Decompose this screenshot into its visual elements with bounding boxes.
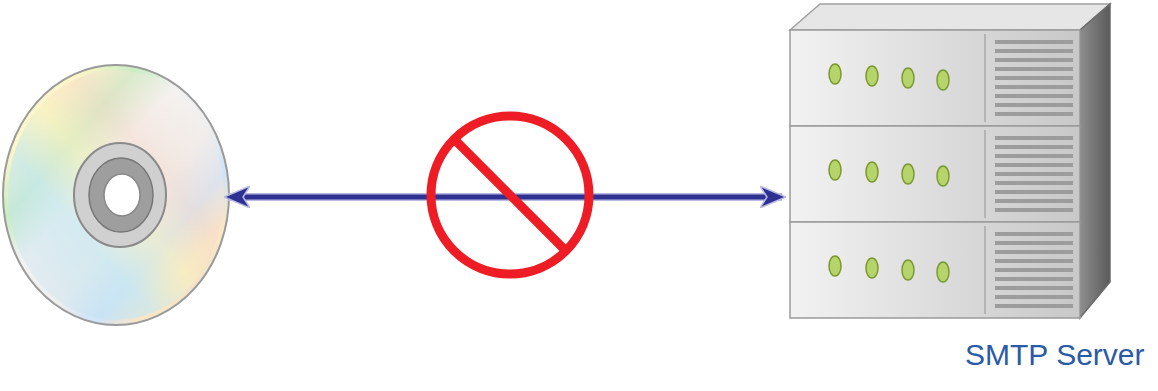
vent-slot [995,241,1073,245]
node-label: SMTP Server [965,338,1145,372]
disc-node [0,62,232,332]
server-unit [790,222,1080,318]
status-led [937,166,949,186]
status-led [829,256,841,276]
server-side [1080,4,1110,318]
vent-slot [995,304,1073,308]
vent-slot [995,259,1073,263]
status-led [937,70,949,90]
status-led [866,162,878,182]
status-led [902,164,914,184]
prohibition-bar [454,139,566,251]
vent-slot [995,67,1073,71]
vent-slot [995,40,1073,44]
status-led [937,262,949,282]
vent-slot [995,172,1073,176]
status-led [866,258,878,278]
server-node: SMTP Server [780,0,1158,391]
vent-slot [995,136,1073,140]
vent-slot [995,199,1073,203]
status-led [829,64,841,84]
vent-slot [995,268,1073,272]
vent-slot [995,85,1073,89]
vent-slot [995,76,1073,80]
vent-slot [995,103,1073,107]
disc-sheen [8,70,224,320]
vent-slot [995,49,1073,53]
prohibition-ring [431,116,589,274]
vent-slot [995,145,1073,149]
vent-slot [995,250,1073,254]
vent-slot [995,94,1073,98]
node-outline [0,62,232,332]
status-led [902,68,914,88]
vent-slot [995,190,1073,194]
vent-slot [995,208,1073,212]
server-unit [790,126,1080,222]
connector-halo [228,193,782,201]
disc-ring [89,158,153,232]
vent-slot [995,163,1073,167]
node-outline [780,0,1158,391]
vent-slot [995,58,1073,62]
disc-hub [74,143,166,247]
status-led [829,160,841,180]
vent-slot [995,295,1073,299]
status-led [902,260,914,280]
vent-slot [995,277,1073,281]
vent-slot [995,112,1073,116]
disc-body [3,65,229,325]
server-unit [790,30,1080,126]
double-arrow [228,195,782,200]
vent-slot [995,154,1073,158]
vent-slot [995,286,1073,290]
status-led [866,66,878,86]
disc-hole [104,174,140,216]
vent-slot [995,181,1073,185]
server-top [790,4,1110,30]
prohibition-sign [431,116,589,274]
vent-slot [995,232,1073,236]
